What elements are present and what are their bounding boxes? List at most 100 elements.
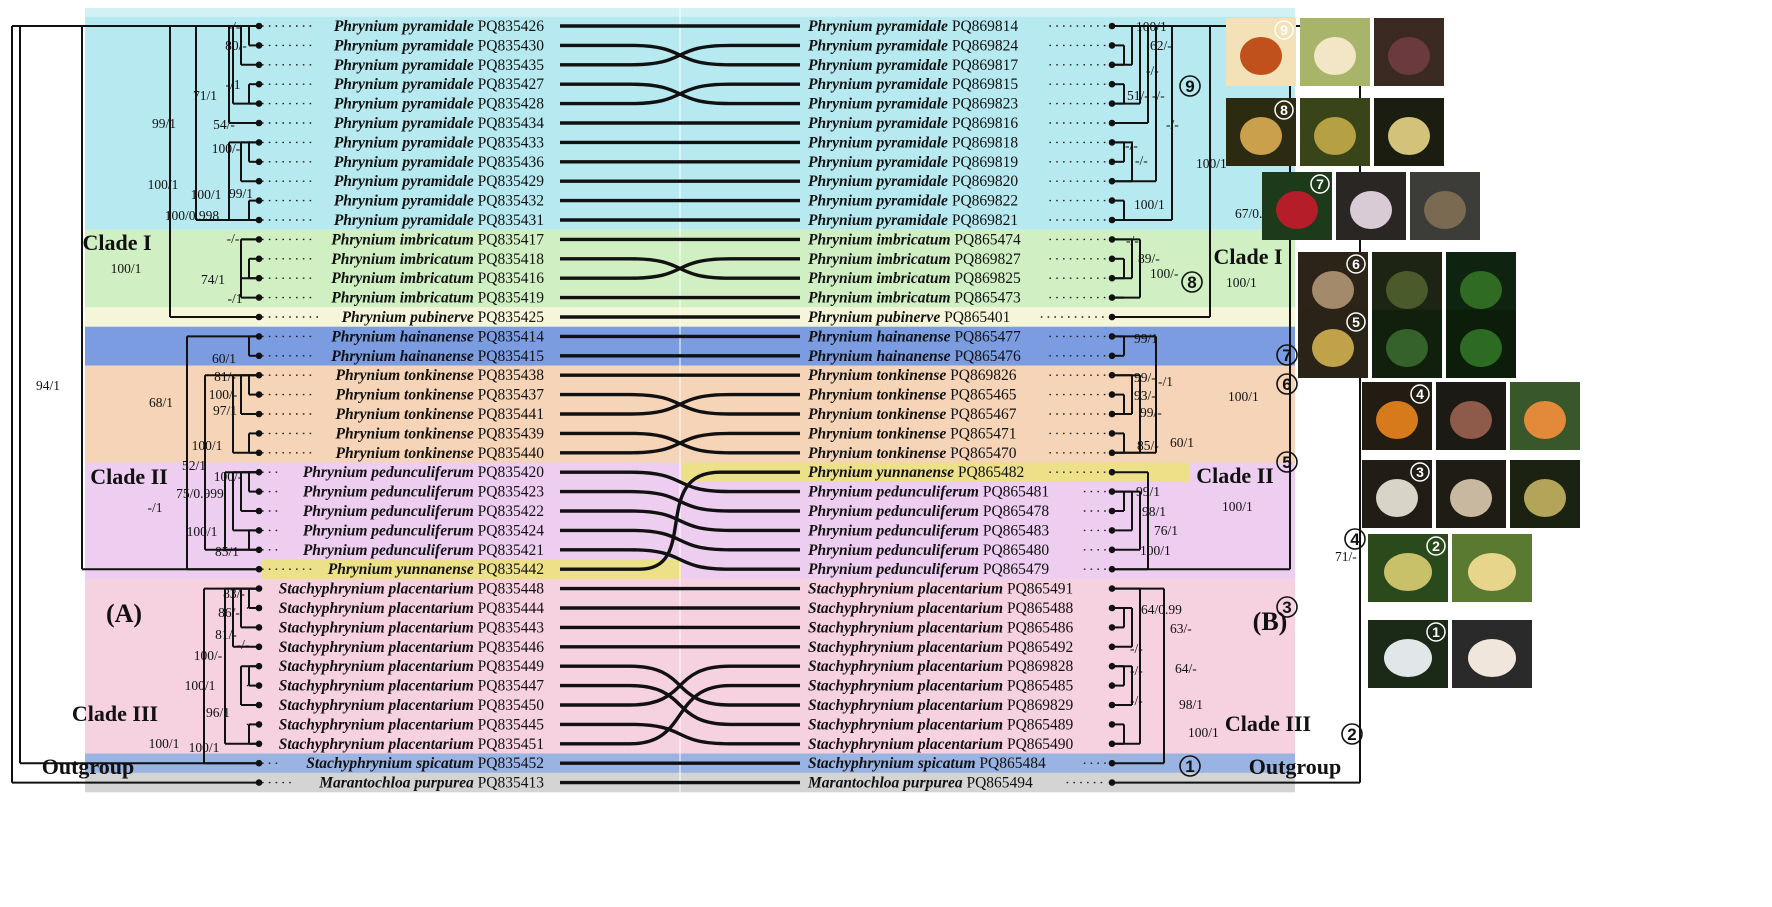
- connector-line: [560, 470, 800, 571]
- tip-label-right: Stachyphrynium placentarium PQ865485: [808, 678, 1074, 695]
- tip-label-right: Phrynium imbricatum PQ869825: [808, 270, 1021, 287]
- tip-label-left: Phrynium pyramidale PQ835436: [334, 154, 544, 171]
- support-value-left: 100/1: [187, 524, 218, 539]
- connector-line: [560, 43, 800, 67]
- highlight-yunnanense-left: [262, 559, 682, 579]
- support-value-left: -/-: [237, 637, 250, 652]
- clade-label-left: Outgroup: [42, 754, 135, 779]
- tip-label-left: Stachyphrynium placentarium PQ835444: [279, 600, 545, 617]
- tip-label-left: Phrynium imbricatum PQ835419: [331, 290, 544, 307]
- tip-label-left: Phrynium pubinerve PQ835425: [342, 309, 545, 326]
- photo-number-ring: [1274, 100, 1294, 120]
- tip-label-left: Stachyphrynium spicatum PQ835452: [306, 755, 544, 772]
- photo-subject: [1312, 328, 1354, 368]
- support-value-right: -/-: [1146, 63, 1159, 78]
- support-value-left: 99/1: [152, 116, 176, 131]
- circled-number: 1: [1185, 757, 1194, 776]
- photo-subject: [1388, 36, 1430, 76]
- tip-label-right: Stachyphrynium placentarium PQ869828: [808, 658, 1074, 675]
- support-value-left: 100/1: [191, 187, 222, 202]
- tip-label-right: Phrynium imbricatum PQ865473: [808, 290, 1021, 307]
- circled-number-ring: [1276, 373, 1298, 395]
- support-value-left: 85/1: [215, 544, 239, 559]
- photo-subject: [1468, 638, 1516, 678]
- support-value-left: 96/1: [206, 705, 230, 720]
- connector-line: [560, 664, 800, 707]
- support-value-right: 100/1: [1196, 156, 1227, 171]
- tip-label-left: Phrynium pyramidale PQ835433: [334, 134, 544, 151]
- support-value-right: 100/1: [1136, 19, 1167, 34]
- support-value-left: 81/-: [215, 627, 237, 642]
- support-value-right: -/-: [1126, 233, 1139, 248]
- tip-label-right: Stachyphrynium placentarium PQ865488: [808, 600, 1074, 617]
- circled-number-ring: [1179, 755, 1201, 777]
- clade-band: [85, 8, 1295, 16]
- tip-label-left: Stachyphrynium placentarium PQ835443: [279, 619, 545, 636]
- tip-label-left: Phrynium pyramidale PQ835434: [334, 115, 544, 132]
- tip-label-right: Phrynium pyramidale PQ869820: [808, 173, 1018, 190]
- photo-number: 5: [1352, 314, 1360, 330]
- tip-label-left: Phrynium pyramidale PQ835430: [334, 37, 544, 54]
- tip-label-right: Phrynium pedunculiferum PQ865478: [808, 503, 1049, 520]
- tip-label-left: Phrynium pyramidale PQ835432: [334, 193, 544, 210]
- tip-label-right: Phrynium pedunculiferum PQ865481: [808, 484, 1049, 501]
- tip-label-right: Phrynium hainanense PQ865477: [808, 328, 1021, 345]
- support-value-left: 100/-: [209, 387, 238, 402]
- photo-number: 8: [1280, 102, 1288, 118]
- support-value-left: 75/0.999: [176, 486, 224, 501]
- photo-subject: [1376, 400, 1418, 440]
- connector-line: [560, 722, 800, 746]
- circled-number-ring: [1276, 596, 1298, 618]
- support-value-right: 89/-: [1138, 251, 1160, 266]
- tip-label-right: Stachyphrynium placentarium PQ865492: [808, 639, 1073, 656]
- connector-line: [560, 431, 800, 455]
- photo-subject: [1386, 328, 1428, 368]
- circled-number: 3: [1282, 598, 1291, 617]
- panel-label-A: (A): [106, 599, 142, 628]
- tip-label-right: Phrynium pyramidale PQ869819: [808, 154, 1018, 171]
- tip-label-right: Phrynium pyramidale PQ869821: [808, 212, 1018, 229]
- photo-number-ring: [1346, 312, 1366, 332]
- photo-number: 4: [1416, 386, 1424, 402]
- support-value-right: -/-: [1152, 88, 1165, 103]
- connector-line: [560, 470, 800, 494]
- support-value-left: 100/1: [185, 678, 216, 693]
- photo-number-ring: [1426, 536, 1446, 556]
- tip-label-left: Stachyphrynium placentarium PQ835447: [279, 678, 545, 695]
- support-value-left: 74/1: [201, 272, 225, 287]
- tip-label-right: Phrynium pyramidale PQ869817: [808, 57, 1018, 74]
- clade-label-right: Outgroup: [1249, 754, 1342, 779]
- tip-label-right: Phrynium tonkinense PQ865465: [808, 387, 1017, 404]
- photo-number: 6: [1352, 256, 1360, 272]
- photo-subject: [1314, 116, 1356, 156]
- support-value-left: 97/1: [213, 403, 237, 418]
- photo-number-ring: [1410, 384, 1430, 404]
- tip-label-right: Phrynium pedunculiferum PQ865483: [808, 522, 1049, 539]
- tip-label-left: Phrynium imbricatum PQ835416: [331, 270, 544, 287]
- photo-subject: [1450, 478, 1492, 518]
- tip-label-right: Stachyphrynium placentarium PQ865486: [808, 619, 1074, 636]
- support-value-right: 98/1: [1142, 504, 1166, 519]
- photo-subject: [1384, 638, 1432, 678]
- support-value-right: 85/-: [1137, 438, 1159, 453]
- support-value-left: 52/1: [182, 458, 206, 473]
- clade-label-left: Clade III: [72, 701, 158, 726]
- support-value-left: 54/-: [213, 117, 235, 132]
- tip-label-right: Phrynium pyramidale PQ869814: [808, 18, 1018, 35]
- photo-subject: [1460, 328, 1502, 368]
- support-value-right: -/1: [1158, 374, 1173, 389]
- connector-line: [560, 509, 800, 533]
- circled-number: 9: [1185, 77, 1194, 96]
- photo-subject: [1240, 116, 1282, 156]
- tip-label-right: Phrynium pyramidale PQ869818: [808, 134, 1018, 151]
- circled-number-ring: [1179, 75, 1201, 97]
- circled-number-ring: [1344, 528, 1366, 550]
- support-value-left: 100/0.998: [165, 208, 220, 223]
- photo-subject: [1376, 478, 1418, 518]
- tip-label-right: Stachyphrynium spicatum PQ865484: [808, 755, 1046, 772]
- support-value-right: -/-: [1125, 138, 1138, 153]
- support-value-right: -/-: [1130, 693, 1143, 708]
- tip-label-right: Stachyphrynium placentarium PQ865490: [808, 736, 1074, 753]
- tip-label-right: Phrynium tonkinense PQ865471: [808, 425, 1016, 442]
